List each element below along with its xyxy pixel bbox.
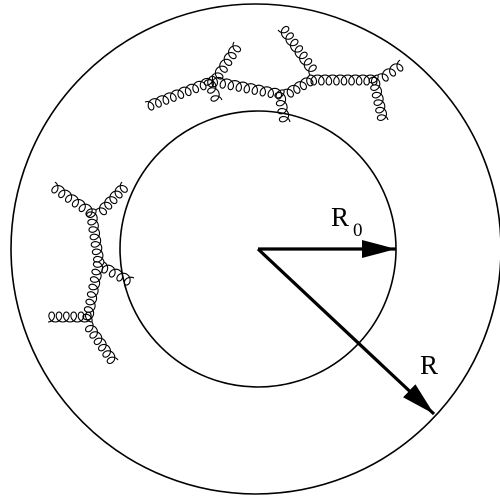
gluon-segment: [82, 261, 105, 323]
gluon-segment: [51, 181, 97, 217]
gluon-segment: [309, 74, 379, 86]
gluon-lines: [47, 25, 404, 365]
gluon-segment: [283, 74, 314, 98]
gluon-segment: [203, 75, 223, 102]
inner-radius-subscript: 0: [353, 220, 363, 241]
gluon-segment: [86, 209, 105, 263]
outer-radius-label: R: [420, 350, 438, 380]
gluon-segment: [277, 25, 317, 76]
gluon-segment: [211, 75, 285, 100]
gluon-segment: [211, 41, 242, 80]
outer-circle: [10, 3, 500, 495]
inner-radius-label: R: [331, 202, 349, 232]
gluon-segment: [144, 75, 214, 111]
gluon-segment: [377, 59, 404, 82]
gluon-segment: [47, 311, 93, 323]
gluon-segment: [368, 74, 389, 121]
gluon-segment: [274, 89, 291, 123]
gluon-segment: [85, 321, 119, 365]
gluon-segment: [95, 181, 128, 216]
outer-radius-arrow: [256, 247, 436, 416]
